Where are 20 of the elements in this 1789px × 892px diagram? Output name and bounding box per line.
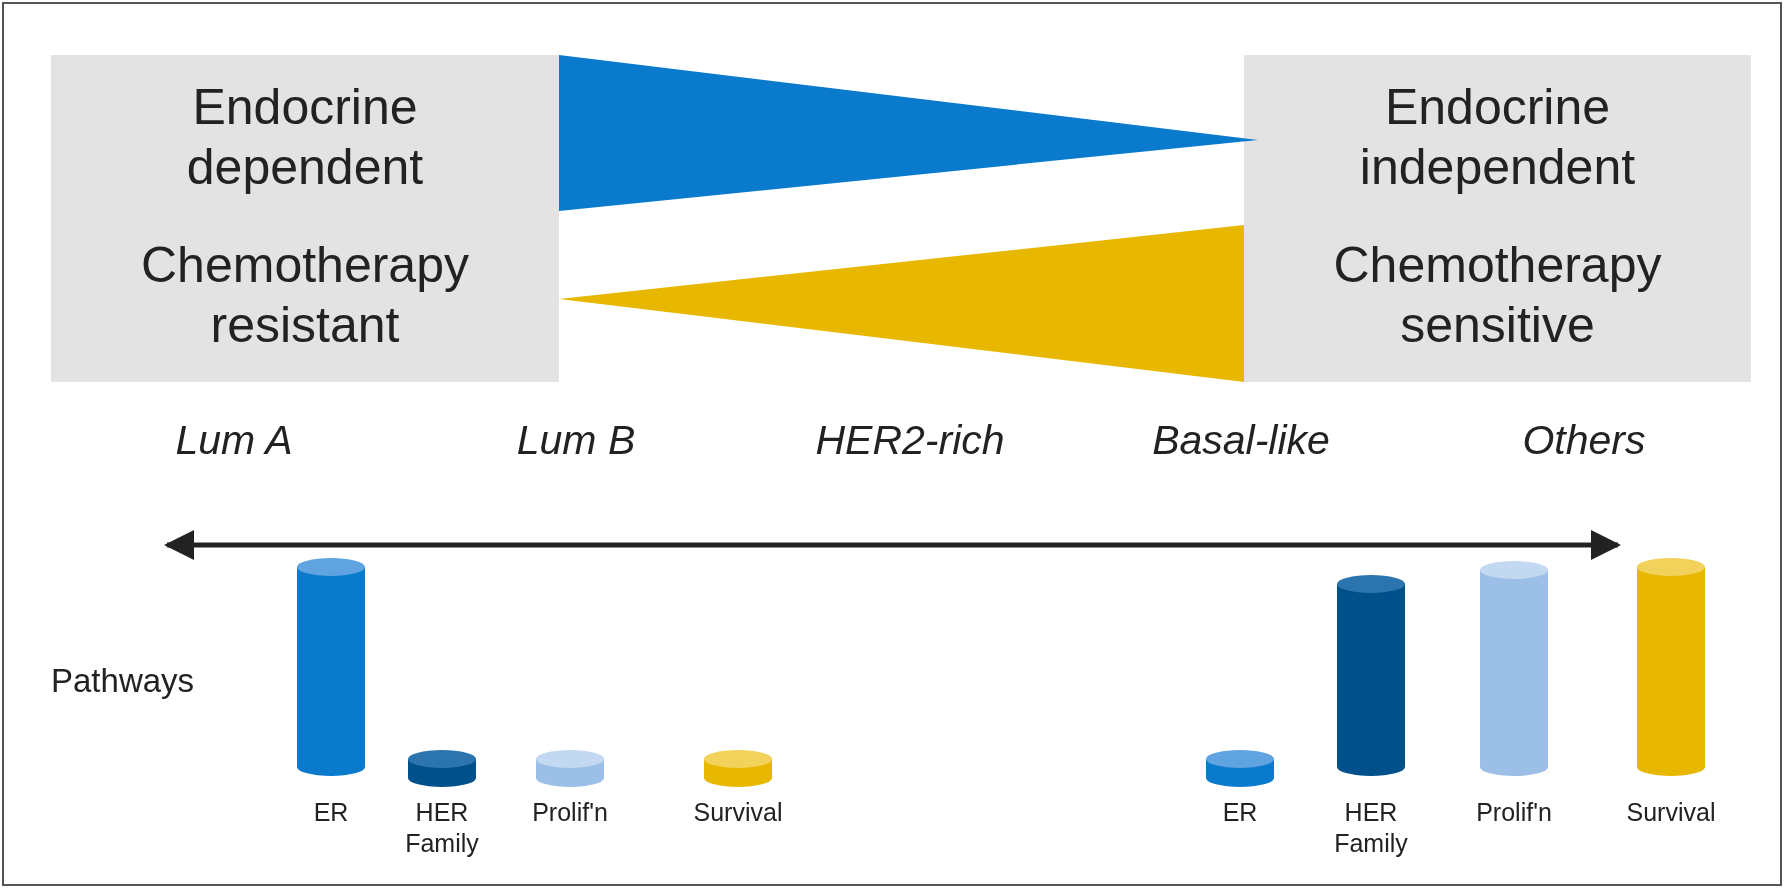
- pathway-label: Prolif'n: [1475, 797, 1553, 828]
- pathway-label: ER: [312, 797, 350, 828]
- text-panel: [1244, 55, 1751, 382]
- subtype-label: HER2-rich: [814, 416, 1006, 465]
- pathway-label: Survival: [1625, 797, 1717, 828]
- pathway-label: Survival: [692, 797, 784, 828]
- panel-text: Endocrine independent: [1358, 78, 1637, 197]
- pathway-label: Prolif'n: [531, 797, 609, 828]
- subtype-label: Lum B: [515, 416, 637, 465]
- axis-label: Pathways: [51, 661, 196, 701]
- panel-text: Endocrine dependent: [185, 78, 425, 197]
- subtype-label: Basal-like: [1151, 416, 1331, 465]
- text-panel: [51, 55, 559, 382]
- subtype-label: Lum A: [174, 416, 294, 465]
- pathway-label: HER Family: [1333, 797, 1409, 860]
- panel-text: Chemotherapy resistant: [140, 236, 470, 355]
- pathway-label: ER: [1221, 797, 1259, 828]
- pathway-label: HER Family: [404, 797, 480, 860]
- panel-text: Chemotherapy sensitive: [1332, 236, 1663, 355]
- subtype-label: Others: [1521, 416, 1647, 465]
